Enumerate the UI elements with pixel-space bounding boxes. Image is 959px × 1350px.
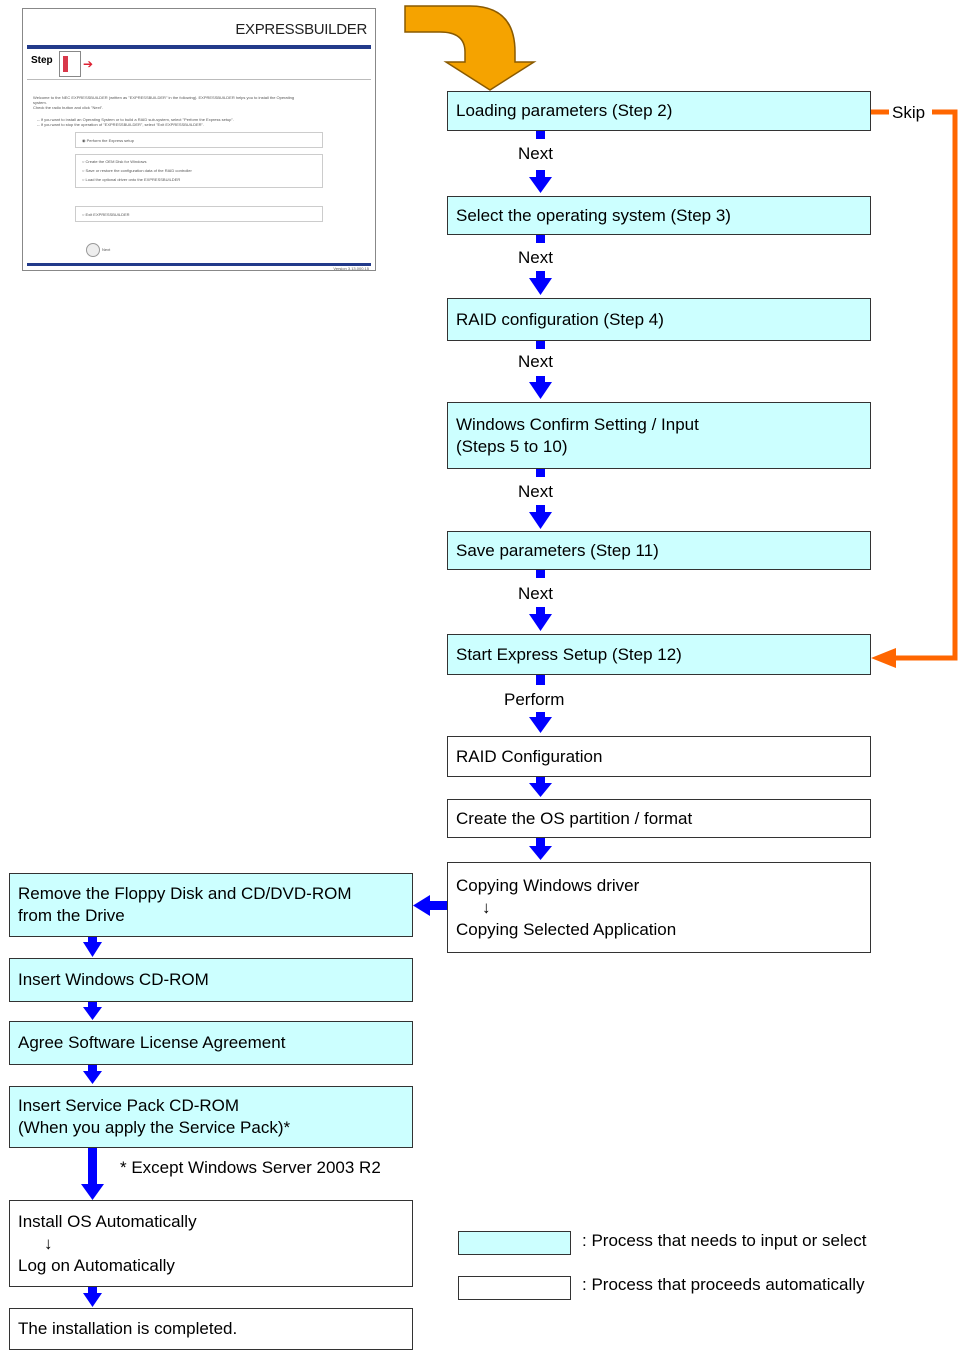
radio-express-setup[interactable]: ◉ Perform the Express setup [82,138,134,143]
radio-exit[interactable]: ○ Exit EXPRESSBUILDER [82,212,130,217]
service-pack-footnote: * Except Windows Server 2003 R2 [120,1158,381,1177]
thumbnail-intro: Welcome to the NEC EXPRESSBUILDER (writt… [33,95,294,110]
box-label: Copying Selected Application [456,919,677,939]
perform-label: Perform [504,690,565,709]
box-label: The installation is completed. [18,1319,238,1338]
box-label: Agree Software License Agreement [18,1033,286,1052]
box-label: Install OS Automatically [18,1211,197,1231]
box-label: Windows Confirm Setting / Input [456,414,699,434]
thumbnail-version: Version 3.13.000.15 [333,266,369,271]
next-label: Next [518,584,553,603]
step-raid-configuration: RAID configuration (Step 4) [447,298,871,341]
expressbuilder-thumbnail: EXPRESSBUILDER Step ➔ Welcome to the NEC… [22,8,376,271]
box-label: Select the operating system (Step 3) [456,205,731,225]
box-label: (Steps 5 to 10) [456,436,568,456]
hint-line: -- If you want to install an Operating S… [37,117,234,122]
option-label: Perform the Express setup [86,138,134,143]
step-select-os: Select the operating system (Step 3) [447,196,871,235]
step-start-express-setup: Start Express Setup (Step 12) [447,634,871,675]
hint-line: -- If you want to stop the operation of … [37,122,205,127]
legend-auto-swatch [458,1276,571,1300]
skip-arrowhead-icon [871,648,896,668]
box-label: Log on Automatically [18,1255,175,1275]
intro-line: system. [33,100,47,105]
box-label: Remove the Floppy Disk and CD/DVD-ROM [18,884,352,903]
step-insert-windows-cd: Insert Windows CD-ROM [9,958,413,1002]
legend-auto-label: : Process that proceeds automatically [582,1275,865,1294]
legend-input-swatch [458,1231,571,1255]
step-loading-parameters: Loading parameters (Step 2) [447,91,871,131]
other-options-group: ○ Create the OEM Disk for Windows ○ Save… [75,154,323,188]
skip-connector [871,109,958,661]
next-label: Next [518,352,553,371]
thumbnail-hints: -- If you want to install an Operating S… [37,117,234,127]
box-label: Insert Service Pack CD-ROM [18,1096,240,1115]
box-label: Save parameters (Step 11) [456,540,659,560]
box-label: Start Express Setup (Step 12) [456,644,682,664]
step-insert-service-pack: Insert Service Pack CD-ROM (When you app… [9,1086,413,1148]
express-option-group: ◉ Perform the Express setup [75,132,323,148]
box-label: RAID Configuration [456,746,603,766]
option-label: Save or restore the configuration data o… [85,168,192,173]
step-windows-confirm: Windows Confirm Setting / Input (Steps 5… [447,402,871,469]
auto-raid-configuration: RAID Configuration [447,736,871,777]
box-label: (When you apply the Service Pack)* [18,1118,291,1137]
left-down-arrows [81,937,104,1307]
legend-input-label: : Process that needs to input or select [582,1231,867,1250]
thumbnail-footer-bar [27,263,371,266]
next-label: Next [518,248,553,267]
step-agree-license: Agree Software License Agreement [9,1021,413,1065]
radio-save-restore-raid[interactable]: ○ Save or restore the configuration data… [82,168,192,173]
thumbnail-step-label: Step [31,55,53,66]
box-label: Create the OS partition / format [456,808,693,828]
big-entry-arrow-icon [404,5,537,91]
auto-copying: Copying Windows driver ↓ Copying Selecte… [447,862,871,953]
next-button-label: Next [102,247,111,252]
thumbnail-divider [27,79,371,80]
intro-line: Check the radio button and click "Next". [33,105,104,110]
auto-install-os: Install OS Automatically ↓ Log on Automa… [9,1200,413,1287]
radio-create-oem[interactable]: ○ Create the OEM Disk for Windows [82,159,147,164]
box-label: Insert Windows CD-ROM [18,970,209,989]
installation-completed: The installation is completed. [9,1308,413,1350]
box-label: Copying Windows driver [456,875,640,895]
option-label: Create the OEM Disk for Windows [85,159,147,164]
thumbnail-title: EXPRESSBUILDER [235,21,367,38]
option-label: Exit EXPRESSBUILDER [85,212,130,217]
step-remove-floppy: Remove the Floppy Disk and CD/DVD-ROM fr… [9,873,413,937]
intro-line: Welcome to the NEC EXPRESSBUILDER (writt… [33,95,295,100]
radio-load-driver[interactable]: ○ Load the optional driver onto the EXPR… [82,177,181,182]
box-label: Loading parameters (Step 2) [456,101,673,120]
main-down-arrows [413,131,552,916]
box-label: RAID configuration (Step 4) [456,309,664,329]
step-save-parameters: Save parameters (Step 11) [447,531,871,570]
skip-label: Skip [892,103,926,122]
box-label: from the Drive [18,906,125,925]
auto-create-partition: Create the OS partition / format [447,799,871,838]
step-book-icon [59,51,81,77]
down-arrow-glyph: ↓ [44,1233,53,1253]
down-arrow-glyph: ↓ [482,897,491,917]
next-button[interactable] [86,243,100,257]
next-label: Next [518,144,553,163]
step-arrow-icon: ➔ [83,57,94,71]
exit-option-group: ○ Exit EXPRESSBUILDER [75,206,323,222]
thumbnail-header-bar [27,45,371,49]
next-label: Next [518,482,553,501]
option-label: Load the optional driver onto the EXPRES… [85,177,181,182]
